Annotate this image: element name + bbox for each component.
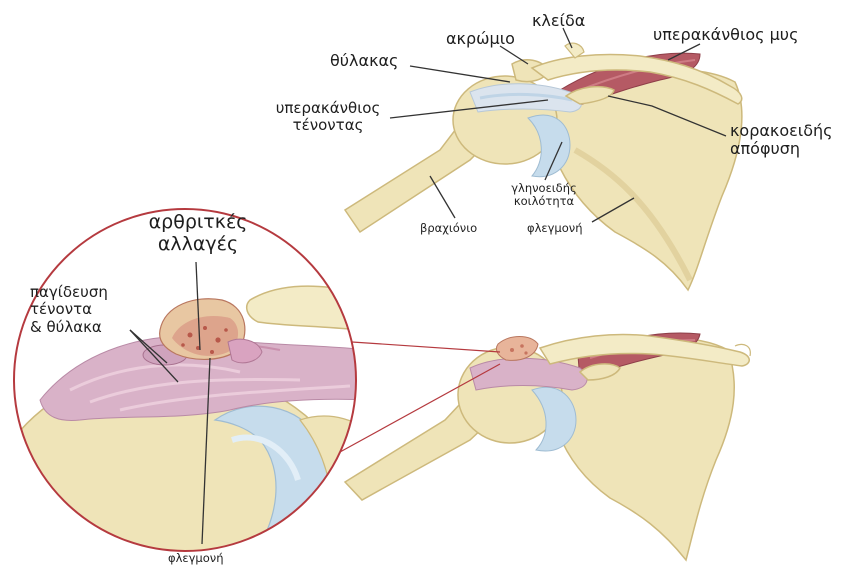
- label-inflammation-bottom: φλεγμονή: [168, 552, 223, 565]
- label-acromion: ακρώμιο: [446, 30, 515, 48]
- label-impingement-line1: παγίδευση: [30, 284, 108, 301]
- label-impingement-line3: & θύλακα: [30, 319, 108, 336]
- label-arthritic-changes: αρθριτκές αλλαγές: [128, 212, 268, 256]
- label-supraspinatus-tendon-line2: τένοντας: [268, 117, 388, 134]
- label-supraspinatus-muscle: υπερακάνθιος μυς: [653, 26, 798, 44]
- label-impingement-line2: τένοντα: [30, 301, 108, 318]
- label-supraspinatus-tendon: υπερακάνθιος τένοντας: [268, 100, 388, 135]
- label-coracoid: κορακοειδής απόφυση: [730, 122, 833, 159]
- label-coracoid-line2: απόφυση: [730, 140, 833, 158]
- label-supraspinatus-tendon-line1: υπερακάνθιος: [268, 100, 388, 117]
- leader-acromion: [500, 46, 528, 64]
- top-shoulder: [345, 43, 742, 290]
- label-glenoid-line2: κοιλότητα: [498, 195, 590, 208]
- zoom-detail: [0, 209, 380, 584]
- label-arthritic-line2: αλλαγές: [128, 234, 268, 256]
- label-bursa: θύλακας: [330, 52, 398, 70]
- zoom-clavicle: [247, 286, 360, 330]
- leader-bursa: [410, 66, 510, 82]
- label-arthritic-line1: αρθριτκές: [128, 212, 268, 234]
- label-humerus: βραχιόνιο: [420, 222, 477, 235]
- label-glenoid: γληνοειδής κοιλότητα: [498, 182, 590, 208]
- bottom-shoulder: [345, 333, 750, 560]
- zoom-connector-upper: [352, 342, 500, 352]
- leader-humerus: [430, 176, 455, 218]
- label-clavicle: κλείδα: [532, 12, 585, 30]
- label-inflammation-top: φλεγμονή: [527, 222, 582, 235]
- label-impingement: παγίδευση τένοντα & θύλακα: [30, 284, 108, 336]
- label-coracoid-line1: κορακοειδής: [730, 122, 833, 140]
